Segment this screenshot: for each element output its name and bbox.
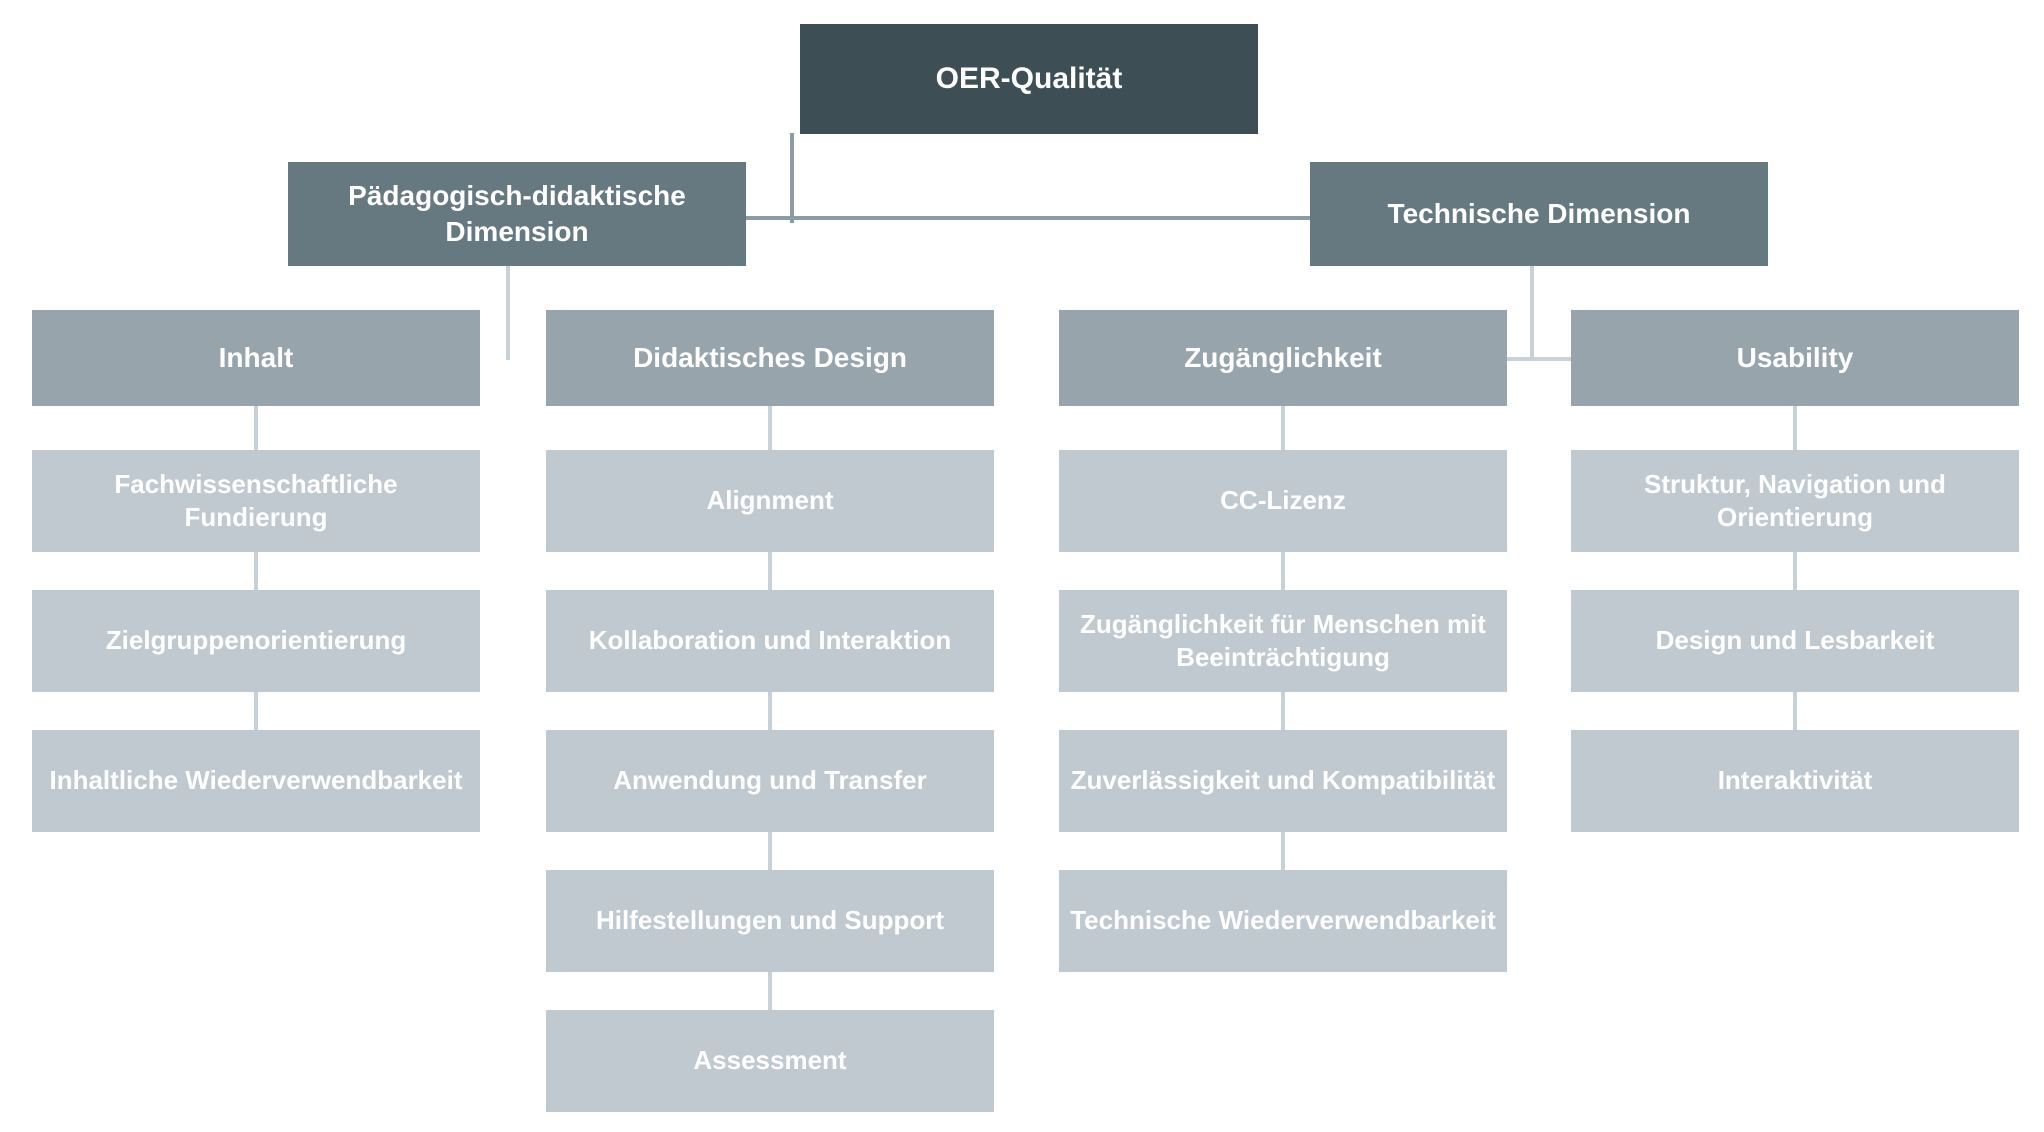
node-dimension-label: Pädagogisch-didaktische Dimension [348,180,686,247]
node-criterion-label: Fachwissenschaftliche Fundierung [114,468,398,532]
node-criterion-label: Zielgruppenorientierung [105,625,407,656]
connector-technical-down [1530,264,1534,360]
node-criterion-label: Struktur, Navigation und Orientierung [1644,468,1946,532]
node-criterion-label: Assessment [693,1045,847,1076]
connector-zugang-3 [1281,692,1285,732]
connector-didaktik-1 [768,404,772,454]
connector-usability-3 [1793,692,1797,732]
node-dimension-label: Technische Dimension [1387,198,1691,230]
node-criterion-zielgruppenorientierung[interactable]: Zielgruppenorientierung [32,590,480,692]
connector-didaktik-3 [768,692,772,732]
node-criterion-alignment[interactable]: Alignment [546,450,994,552]
node-criterion-label: Interaktivität [1717,765,1873,796]
node-dimension-technische[interactable]: Technische Dimension [1310,162,1768,266]
connector-inhalt-3 [254,692,258,732]
node-root-label: OER-Qualität [935,61,1123,95]
connector-zugang-2 [1281,552,1285,592]
node-criterion-inhaltliche-wiederverwendbarkeit[interactable]: Inhaltliche Wiederverwendbarkeit [32,730,480,832]
node-criterion-design-und-lesbarkeit[interactable]: Design und Lesbarkeit [1571,590,2019,692]
node-criterion-label: Alignment [706,485,834,516]
node-criterion-label: Kollaboration und Interaktion [588,625,952,656]
connector-dimension-spine [724,216,1310,220]
node-criterion-struktur-navigation-orientierung[interactable]: Struktur, Navigation und Orientierung [1571,450,2019,552]
connector-inhalt-2 [254,552,258,592]
node-criterion-technische-wiederverwendbarkeit[interactable]: Technische Wiederverwendbarkeit [1059,870,1507,972]
node-criterion-zugaenglichkeit-beeintraechtigung[interactable]: Zugänglichkeit für Menschen mit Beeinträ… [1059,590,1507,692]
node-category-label: Inhalt [218,342,294,374]
node-criterion-fachwissenschaftliche-fundierung[interactable]: Fachwissenschaftliche Fundierung [32,450,480,552]
node-category-label: Zugänglichkeit [1184,342,1382,374]
connector-usability-1 [1793,404,1797,454]
connector-didaktik-4 [768,832,772,872]
connector-didaktik-2 [768,552,772,592]
node-category-label: Usability [1736,342,1854,374]
node-criterion-label: Technische Wiederverwendbarkeit [1070,905,1496,936]
node-criterion-assessment[interactable]: Assessment [546,1010,994,1112]
node-criterion-label: Zugänglichkeit für Menschen mit Beeinträ… [1080,608,1486,672]
connector-pedagogic-down [506,264,510,360]
node-category-label: Didaktisches Design [633,342,907,374]
node-root-oer-qualitaet[interactable]: OER-Qualität [800,24,1258,134]
node-criterion-label: Inhaltliche Wiederverwendbarkeit [49,765,463,796]
node-criterion-label: CC-Lizenz [1220,485,1346,516]
node-category-inhalt[interactable]: Inhalt [32,310,480,406]
node-dimension-paedagogisch-didaktische[interactable]: Pädagogisch-didaktische Dimension [288,162,746,266]
node-category-usability[interactable]: Usability [1571,310,2019,406]
node-criterion-hilfestellungen-und-support[interactable]: Hilfestellungen und Support [546,870,994,972]
connector-inhalt-1 [254,404,258,454]
node-criterion-label: Zuverlässigkeit und Kompatibilität [1070,765,1496,796]
connector-didaktik-5 [768,972,772,1012]
connector-zugang-1 [1281,404,1285,454]
node-criterion-kollaboration-und-interaktion[interactable]: Kollaboration und Interaktion [546,590,994,692]
node-criterion-cc-lizenz[interactable]: CC-Lizenz [1059,450,1507,552]
connector-zugang-4 [1281,832,1285,872]
node-category-zugaenglichkeit[interactable]: Zugänglichkeit [1059,310,1507,406]
node-criterion-label: Design und Lesbarkeit [1655,625,1935,656]
node-criterion-anwendung-und-transfer[interactable]: Anwendung und Transfer [546,730,994,832]
connector-root-vertical [790,133,794,223]
node-criterion-label: Anwendung und Transfer [613,765,927,796]
connector-usability-2 [1793,552,1797,592]
node-criterion-zuverlaessigkeit-und-kompatibilitaet[interactable]: Zuverlässigkeit und Kompatibilität [1059,730,1507,832]
node-category-didaktisches-design[interactable]: Didaktisches Design [546,310,994,406]
node-criterion-label: Hilfestellungen und Support [595,905,945,936]
connector-technical-branch [1484,357,1584,361]
node-criterion-interaktivitaet[interactable]: Interaktivität [1571,730,2019,832]
